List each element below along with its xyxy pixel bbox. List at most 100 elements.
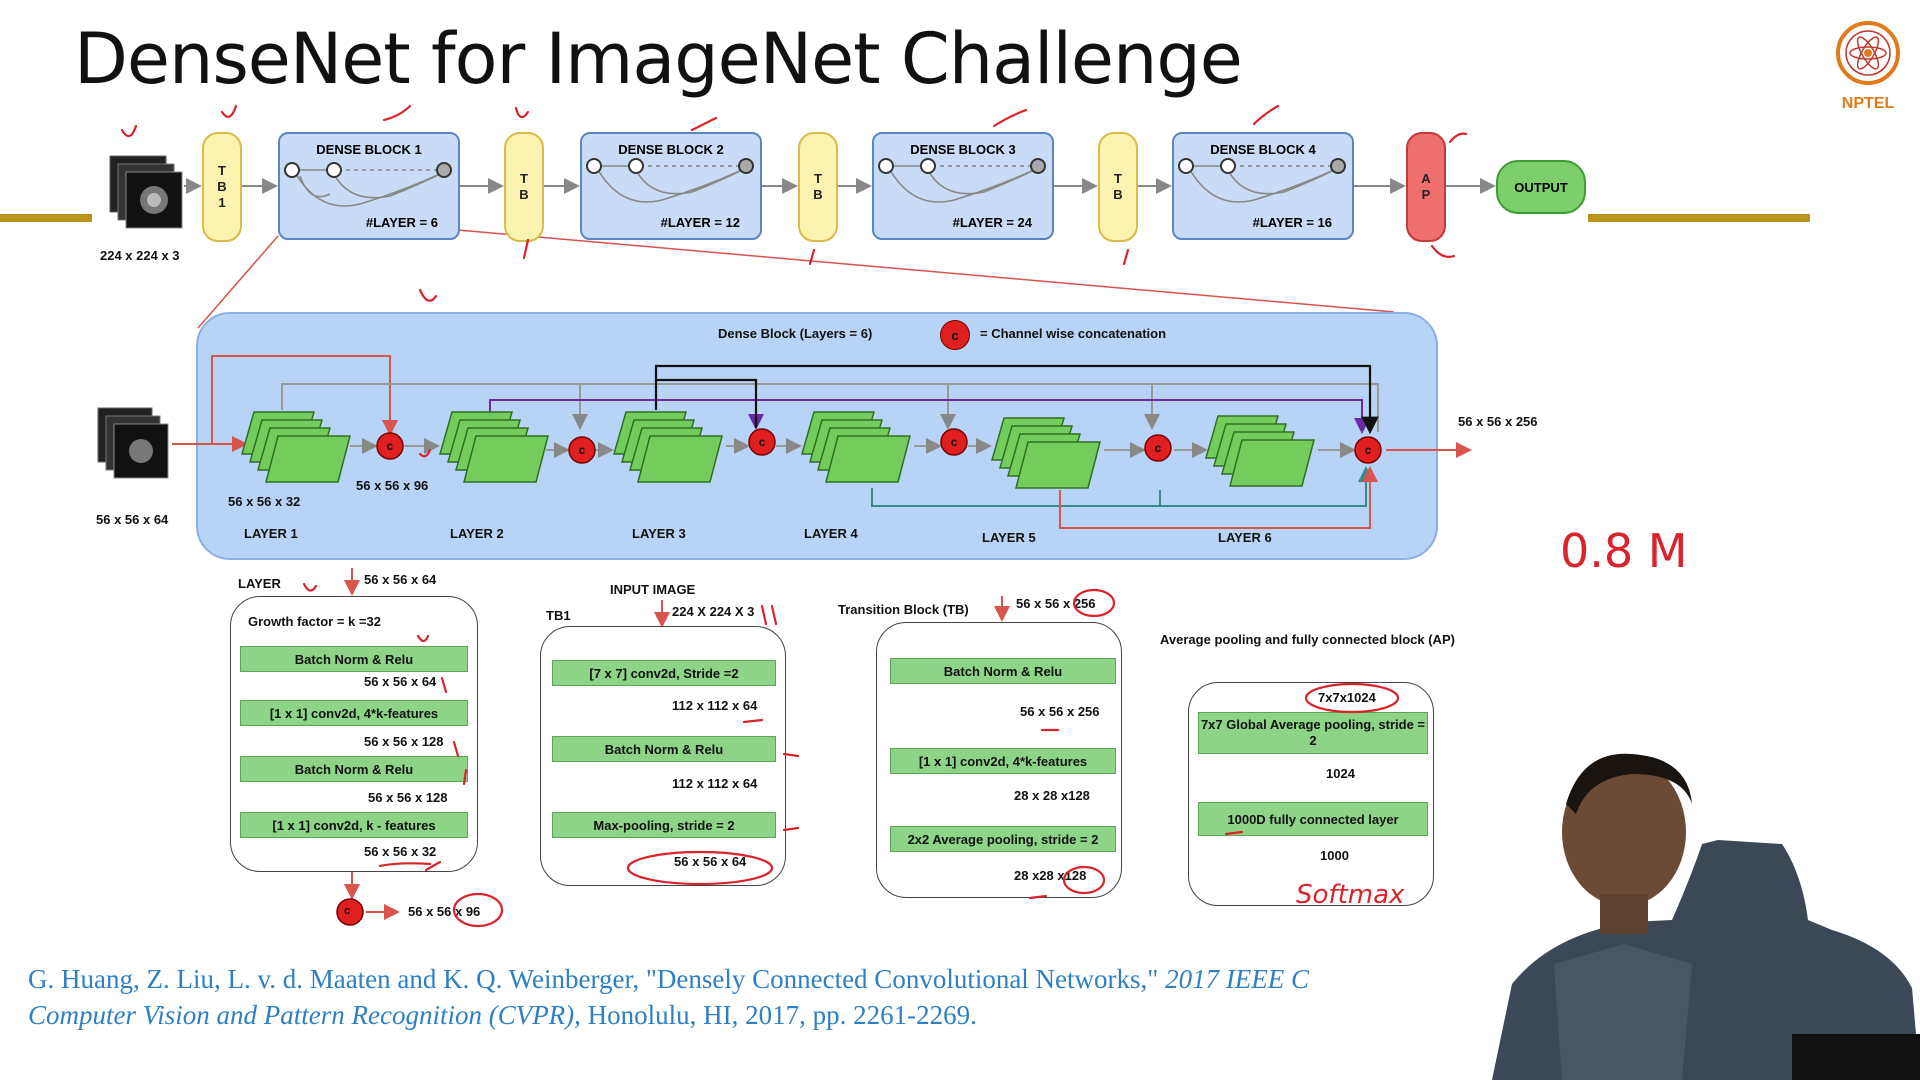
layer-step-2: [1 x 1] conv2d, 4*k-features [240,700,468,726]
concat-node-label: c [759,435,766,449]
tb1-size-1: 112 x 112 x 64 [672,698,758,713]
reference-venue-start: 2017 IEEE C [1165,964,1310,994]
dense-block-layers: #LAYER = 6 [365,215,438,230]
tb1-letter: 1 [218,195,226,210]
params-annotation: 0.8 M [1560,524,1688,578]
tb1-panel-label: TB1 [546,608,571,623]
tb1-step-2: Batch Norm & Relu [552,736,776,762]
layer-step-4: [1 x 1] conv2d, k - features [240,812,468,838]
ap-step-1: 7x7 Global Average pooling, stride = 2 [1198,712,1428,754]
layer-panel-label: LAYER [238,576,281,591]
input-image-stack-icon [109,155,183,229]
tb-panel-label: Transition Block (TB) [838,602,969,617]
concat-node-label: c [1365,443,1372,457]
dense-block-graph-icon [586,158,754,203]
growth-factor: Growth factor = k =32 [248,614,381,629]
layer-label-3: LAYER 3 [632,526,686,541]
presenter-video-overlay [1492,753,1920,1080]
tb-step-1: Batch Norm & Relu [890,658,1116,684]
detail-input-stack-icon [97,407,169,479]
nptel-emblem-icon [1836,21,1900,85]
ap-size-1: 1024 [1326,766,1355,781]
dense-block-layers: #LAYER = 24 [952,215,1032,230]
tb-box-3: T B [1098,132,1138,242]
layer-step-3: Batch Norm & Relu [240,756,468,782]
tb-size-1: 56 x 56 x 256 [1020,704,1100,719]
input-size-label: 224 x 224 x 3 [100,248,180,263]
dense-detail-title: Dense Block (Layers = 6) [718,326,873,341]
ap-box: A P [1406,132,1446,242]
detail-concat-size: 56 x 56 x 96 [356,478,429,493]
tb1-letter: B [217,179,227,194]
dense-block-title: DENSE BLOCK 4 [1210,142,1316,157]
ap-step-2: 1000D fully connected layer [1198,802,1428,836]
gold-rule-right [1588,214,1810,222]
slide-title: DenseNet for ImageNet Challenge [74,18,1243,100]
tb-letter: T [520,171,528,186]
layer-label-1: LAYER 1 [244,526,298,541]
ap-letter: A [1421,171,1431,186]
tb-letter: B [813,187,823,202]
tb-letter: T [1114,171,1122,186]
feature-map-stack-3 [613,411,723,483]
reference-authors: G. Huang, Z. Liu, L. v. d. Maaten and K.… [28,964,1166,994]
reference-venue: Computer Vision and Pattern Recognition … [28,1000,575,1030]
tb1-box: T B 1 [202,132,242,242]
layer-step-1: Batch Norm & Relu [240,646,468,672]
layer-size-1: 56 x 56 x 64 [364,674,437,689]
dense-block-4: DENSE BLOCK 4 #LAYER = 16 [1172,132,1354,240]
softmax-annotation: Softmax [1296,880,1405,910]
layer-panel-concat-icon [336,898,364,926]
tb-letter: T [814,171,822,186]
ap-panel-label: Average pooling and fully connected bloc… [1160,632,1455,647]
feature-map-stack-4 [801,411,911,483]
concat-node-label: c [579,443,586,457]
layer-label-4: LAYER 4 [804,526,858,541]
detail-input-size: 56 x 56 x 64 [96,512,169,527]
concat-node-label: c [1155,441,1162,455]
dense-block-graph-icon [1178,158,1346,203]
tb-step-3: 2x2 Average pooling, stride = 2 [890,826,1116,852]
tb1-input-size: 224 X 224 X 3 [672,604,755,619]
layer-label-5: LAYER 5 [982,530,1036,545]
legend-concat-icon: c [940,320,970,350]
gold-rule-left [0,214,92,222]
dense-block-3: DENSE BLOCK 3 #LAYER = 24 [872,132,1054,240]
feature-map-stack-5 [991,417,1101,489]
dense-block-2: DENSE BLOCK 2 #LAYER = 12 [580,132,762,240]
tb1-input-label: INPUT IMAGE [610,582,696,597]
ap-panel-input: 7x7x1024 [1318,690,1376,705]
dense-block-graph-icon [878,158,1046,203]
layer-label-6: LAYER 6 [1218,530,1272,545]
layer-panel-concat-label: c [344,905,351,917]
tb-letter: B [1113,187,1123,202]
layer-panel-output: 56 x 56 x 96 [408,904,481,919]
tb-box-1: T B [504,132,544,242]
concat-nodes [376,428,1382,464]
layer-label-2: LAYER 2 [450,526,504,541]
tb-step-2: [1 x 1] conv2d, 4*k-features [890,748,1116,774]
reference-line-1: G. Huang, Z. Liu, L. v. d. Maaten and K.… [28,964,1309,995]
tb-size-2: 28 x 28 x128 [1014,788,1090,803]
dense-block-layers: #LAYER = 16 [1252,215,1332,230]
layer-size-4: 56 x 56 x 32 [364,844,437,859]
tb1-letter: T [218,163,226,178]
detail-output-size: 56 x 56 x 256 [1458,414,1538,429]
legend-concat-text: = Channel wise concatenation [980,326,1167,341]
feature-map-stack-6 [1205,415,1315,487]
tb1-step-1: [7 x 7] conv2d, Stride =2 [552,660,776,686]
tb-letter: B [519,187,529,202]
ap-size-2: 1000 [1320,848,1349,863]
dense-block-title: DENSE BLOCK 2 [618,142,724,157]
feature-map-stack-1 [241,411,351,483]
reference-details: , Honolulu, HI, 2017, pp. 2261-2269. [574,1000,977,1030]
layer-size-2: 56 x 56 x 128 [364,734,444,749]
tb1-size-2: 112 x 112 x 64 [672,776,758,791]
dense-block-title: DENSE BLOCK 1 [316,142,422,157]
feature-map-stack-2 [439,411,549,483]
tb-box-2: T B [798,132,838,242]
concat-node-label: c [951,435,958,449]
